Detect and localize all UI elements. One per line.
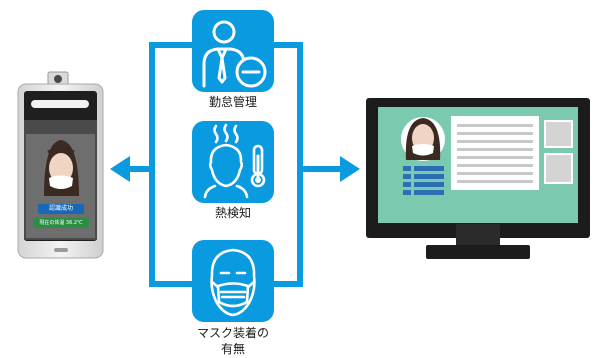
face-recognition-terminal — [17, 71, 104, 259]
employee-attendance-icon — [192, 10, 274, 92]
heat-detection-icon — [192, 121, 274, 203]
mask-detection-icon — [192, 240, 274, 322]
arrow-to-device — [110, 156, 130, 182]
device-temperature-text: 現在の体温 36.2℃ — [39, 220, 83, 226]
feature-label-mask-line2: 有無 — [220, 342, 245, 356]
desktop-monitor — [366, 98, 590, 259]
feature-label-heat-detection: 熱検知 — [214, 206, 251, 220]
feature-label-mask-line1: マスク装着の — [196, 326, 269, 340]
device-status-button: 認識成功 — [48, 205, 73, 212]
arrow-to-monitor — [340, 156, 360, 182]
feature-label-attendance: 勤怠管理 — [208, 95, 257, 109]
